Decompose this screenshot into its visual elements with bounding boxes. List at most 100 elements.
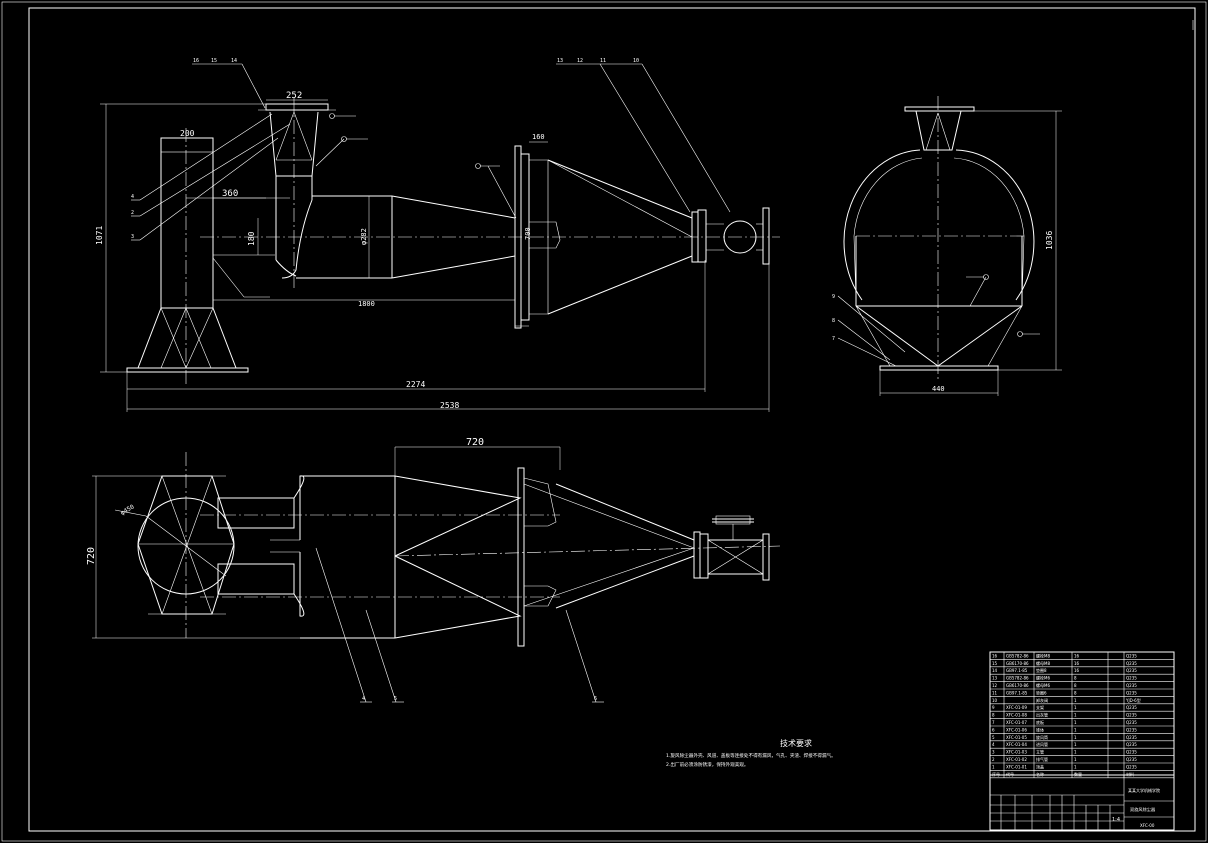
bom-cell: 8 — [1074, 690, 1077, 695]
bom-cell: Q235 — [1126, 735, 1137, 740]
bom-cell: 4 — [992, 742, 995, 747]
bom-cell: XFC-01-06 — [1006, 727, 1027, 732]
bom-cell: 6 — [992, 727, 995, 732]
bom-cell: 螺栓M8 — [1036, 652, 1050, 658]
bom-cell: 1 — [1074, 713, 1077, 718]
bom-cell: Q235 — [1126, 705, 1137, 710]
bom-cell: Q235 — [1126, 750, 1137, 755]
bom-cell: 1 — [1074, 742, 1077, 747]
bom-cell: Q235 — [1126, 676, 1137, 681]
inner-border — [28, 7, 1196, 832]
bom-cell: 1 — [1074, 720, 1077, 725]
bom-cell: 1 — [1074, 705, 1077, 710]
bom-cell: 进风管 — [1036, 741, 1048, 747]
front-dimensions: 1071 252 200 360 180 φ282 160 700 1800 2… — [95, 91, 770, 412]
bom-cell: Q235 — [1126, 690, 1137, 695]
dim-dia-282: φ282 — [360, 228, 368, 245]
label-15: 15 — [211, 58, 217, 64]
bom-cell: 15 — [992, 661, 998, 666]
bom-cell: 螺母M6 — [1036, 682, 1050, 688]
bom-cell: GB97.1-85 — [1006, 668, 1028, 673]
bom-cell: XFC-01-05 — [1006, 735, 1027, 740]
drawing-title: 双旋风除尘器 — [1130, 806, 1156, 813]
bom-cell: 立管 — [1036, 749, 1044, 755]
label-2: 2 — [131, 210, 134, 216]
tech-title: 技术要求 — [780, 738, 812, 748]
label-7: 7 — [832, 336, 835, 342]
bom-cell: XFC-01-09 — [1006, 705, 1027, 710]
bom-cell: 16 — [1074, 668, 1080, 673]
bom-cell: XFC-01-08 — [1006, 713, 1027, 718]
dim-1800: 1800 — [358, 300, 375, 308]
bom-cell: Q235 — [1126, 653, 1137, 658]
bom-cell: 顶盖 — [1036, 763, 1044, 769]
bom-cell: Q235 — [1126, 720, 1137, 725]
bom-cell: 8 — [1074, 676, 1077, 681]
dim-2274: 2274 — [406, 380, 425, 389]
bom-header-cell: 材料 — [1126, 771, 1134, 777]
side-view — [843, 96, 1035, 380]
dim-side-1036: 1036 — [1045, 231, 1054, 250]
bom-cell: XFC-01-07 — [1006, 720, 1027, 725]
drawing-number: XFC-00 — [1140, 823, 1155, 828]
bom-cell: 1 — [1074, 750, 1077, 755]
bom-cell: 13 — [992, 676, 998, 681]
bom-cell: 排气管 — [1036, 756, 1048, 762]
dim-duct-200: 200 — [180, 129, 195, 138]
bom-cell: GB6170-86 — [1006, 661, 1029, 666]
technical-requirements: 技术要求 1.旋风除尘器外壳、风道、盖板等连接处不得有漏风，气孔、夹渣、焊接不得… — [666, 738, 836, 768]
label-4: 4 — [131, 194, 134, 200]
bom-header-cell: 名称 — [1036, 771, 1044, 777]
plan-dimensions: 720 720 4 5 6 — [86, 437, 604, 703]
bom-cell: XFC-01-03 — [1006, 750, 1027, 755]
bom-cell: 16 — [1074, 661, 1080, 666]
bom-cell: GB5782-86 — [1006, 653, 1029, 658]
bom-cell: GB5782-86 — [1006, 676, 1029, 681]
front-leaders: 4 2 3 16 15 14 13 12 11 10 — [131, 58, 731, 298]
bom-cell: 16 — [1074, 653, 1080, 658]
bom-cell: XFC-01-01 — [1006, 764, 1027, 769]
bom-cell: 8 — [1074, 683, 1077, 688]
school-name: 某某大学机械学院 — [1128, 787, 1160, 793]
bom-cell: XFC-01-02 — [1006, 757, 1027, 762]
bom-cell: GB97.1-85 — [1006, 690, 1028, 695]
bom-cell: XFC-01-04 — [1006, 742, 1027, 747]
bom-cell: 8 — [992, 713, 995, 718]
label-plan-4: 4 — [362, 696, 365, 702]
bom-cell: 出灰管 — [1036, 712, 1048, 718]
bom-cell: 16 — [992, 653, 998, 658]
dim-side-440: 440 — [932, 385, 945, 393]
bom-cell: 1 — [1074, 727, 1077, 732]
label-11: 11 — [600, 58, 606, 64]
bom-cell: 螺栓M6 — [1036, 675, 1050, 681]
bom-cell: 锥体 — [1036, 726, 1044, 732]
label-3: 3 — [131, 234, 134, 240]
bom-cell: Q235 — [1126, 713, 1137, 718]
bom-cell: 7 — [992, 720, 995, 725]
bom-cell: 垫圈8 — [1036, 667, 1047, 673]
label-12: 12 — [577, 58, 583, 64]
bom-cell: 11 — [992, 690, 998, 695]
label-plan-5: 5 — [394, 696, 397, 702]
bom-cell: Q235 — [1126, 727, 1137, 732]
dim-700: 700 — [524, 227, 532, 240]
bom-cell: 5 — [992, 735, 995, 740]
bom-cell: 旋风筒 — [1036, 734, 1048, 740]
bom-cell: 垫圈6 — [1036, 689, 1047, 695]
bom-cell: Q235 — [1126, 757, 1137, 762]
dim-plan-450: φ450 — [120, 503, 136, 516]
bom-cell: 1 — [1074, 757, 1077, 762]
front-view — [126, 98, 780, 385]
plan-view: φ450 — [114, 452, 781, 647]
bom-cell: 1 — [1074, 698, 1077, 703]
bom-cell: 1 — [1074, 735, 1077, 740]
bom-cell: Q235 — [1126, 742, 1137, 747]
bom-cell: 支架 — [1036, 704, 1044, 710]
bom-header-cell: 代号 — [1006, 771, 1014, 777]
bom-cell: YJD-6型 — [1125, 697, 1141, 703]
